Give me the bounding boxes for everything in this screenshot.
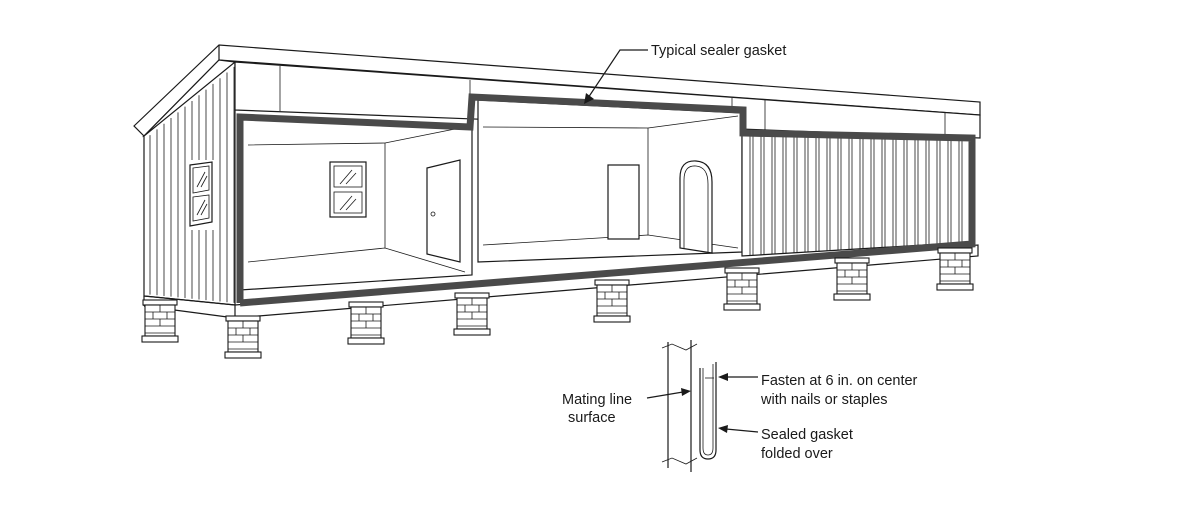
end-wall xyxy=(143,60,236,306)
room-left xyxy=(239,117,473,291)
pier-icon xyxy=(833,257,871,301)
room-window-icon xyxy=(329,161,367,218)
gasket-callout: Typical sealer gasket xyxy=(584,43,786,104)
gasket-detail: Mating line surface Fasten at 6 in. on c… xyxy=(562,340,918,472)
arch-doorway-icon xyxy=(679,160,713,254)
sealer-gasket xyxy=(236,93,976,307)
gasket-outline xyxy=(236,93,976,307)
fasten-label-2: with nails or staples xyxy=(760,392,888,408)
gasket-leader xyxy=(587,49,648,99)
room-center xyxy=(477,99,743,263)
center-door-icon xyxy=(607,164,640,240)
pier-icon xyxy=(723,267,761,311)
pier-icon xyxy=(453,292,491,336)
fasten-label-1: Fasten at 6 in. on center xyxy=(761,373,918,389)
mating-line-label-2: surface xyxy=(568,410,616,426)
folded-gasket-icon xyxy=(699,362,717,460)
pier-icon xyxy=(593,279,631,323)
framing-bay xyxy=(741,134,973,257)
piers xyxy=(141,247,974,359)
vertical-siding xyxy=(149,66,235,303)
gasket-arrowhead xyxy=(584,93,594,104)
pier-icon xyxy=(347,301,385,345)
mating-line-label-1: Mating line xyxy=(562,392,632,408)
wall-studs xyxy=(749,135,963,256)
room-door-icon xyxy=(426,159,461,263)
pier-icon xyxy=(141,299,179,343)
folded-label-2: folded over xyxy=(761,446,833,462)
gasket-label: Typical sealer gasket xyxy=(651,43,786,59)
pier-icon xyxy=(224,315,262,359)
pier-icon xyxy=(936,247,974,291)
wall-framing xyxy=(741,134,973,257)
folded-label-1: Sealed gasket xyxy=(761,427,853,443)
end-wall-window-icon xyxy=(189,161,213,227)
